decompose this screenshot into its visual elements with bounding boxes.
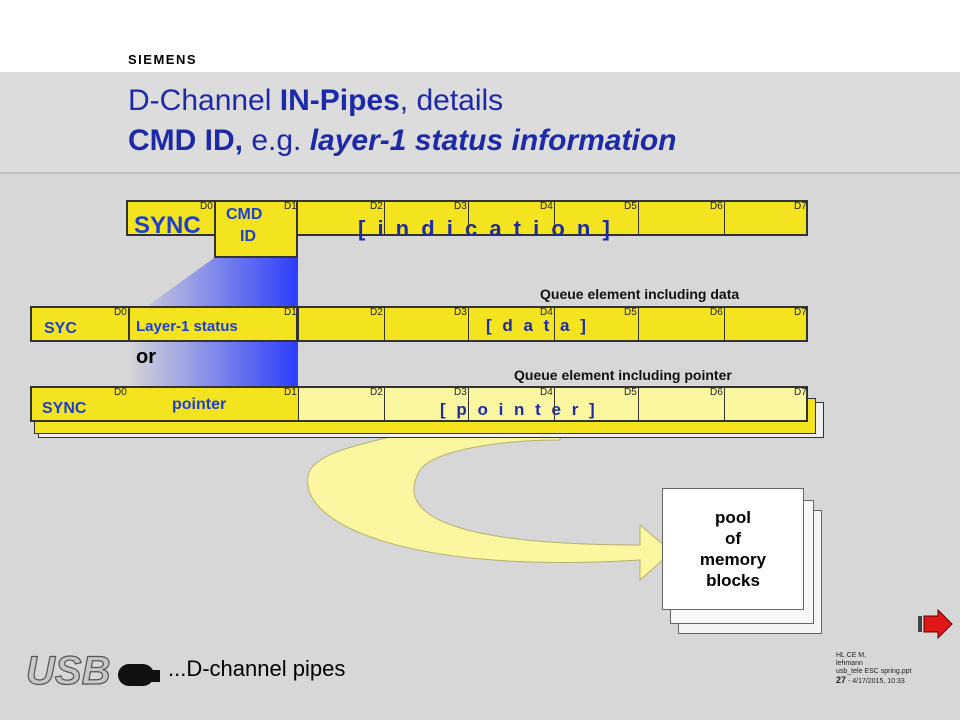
row2-d-label: D0 xyxy=(114,307,127,318)
meta-line-1: HL CE M, xyxy=(836,652,867,659)
row2-sync-label: SYC xyxy=(44,320,77,337)
row2-d-label: D5 xyxy=(624,307,637,318)
pool-line2: of xyxy=(724,529,742,548)
row3-d-label: D7 xyxy=(794,387,807,398)
footer-title: ...D-channel pipes xyxy=(168,656,346,681)
connector-gradient xyxy=(128,258,298,428)
row1-divider xyxy=(554,200,555,234)
row1-cmd-line1: CMD xyxy=(226,206,263,223)
row3-d-label: D4 xyxy=(540,387,553,398)
title-italic-2: layer-1 status information xyxy=(309,124,677,157)
row1-cmd-line2: ID xyxy=(240,228,256,245)
row2-cmd-cell xyxy=(128,306,298,342)
row2-d-label: D3 xyxy=(454,307,467,318)
row1-d-label: D3 xyxy=(454,201,467,212)
row1-d-label: D5 xyxy=(624,201,637,212)
row3-payload: [ p o i n t e r ] xyxy=(440,400,598,419)
row2-queue-label: Queue element including data xyxy=(540,286,740,302)
title-band xyxy=(0,72,960,174)
row2-d-label: D1 xyxy=(284,307,297,318)
meta-date: 4/17/2015, 10:33 xyxy=(852,678,905,685)
row1-d-label: D0 xyxy=(200,201,213,212)
row1-sync-cell xyxy=(128,202,214,234)
svg-text:USB: USB xyxy=(26,649,110,693)
meta-line-4: 27 - 4/17/2015, 10:33 xyxy=(836,676,912,686)
row3-divider xyxy=(554,386,555,420)
page-number: 27 xyxy=(836,675,847,685)
meta-line-2: lehmann xyxy=(836,660,863,667)
or-label: or xyxy=(136,346,156,368)
row2-d-label: D2 xyxy=(370,307,383,318)
siemens-logo: SIEMENS xyxy=(128,52,198,67)
row3-d-label: D6 xyxy=(710,387,723,398)
meta-line-3: usb_tele ESC spring.ppt xyxy=(836,668,912,675)
row3-divider xyxy=(384,386,385,420)
usb-logo: USB xyxy=(25,648,160,694)
row2-d-label: D6 xyxy=(710,307,723,318)
row2-divider xyxy=(298,306,299,340)
row2-divider xyxy=(468,306,469,340)
pool-of-memory-blocks: pool of memory blocks xyxy=(662,488,804,610)
row2-divider xyxy=(724,306,725,340)
row1-payload: [ i n d i c a t i o n ] xyxy=(358,216,613,241)
title-rest-1: , details xyxy=(399,84,504,117)
title-normal-2: e.g. xyxy=(243,124,310,157)
row3-d-label: D2 xyxy=(370,387,383,398)
row1-d-label: D6 xyxy=(710,201,723,212)
row2-divider xyxy=(554,306,555,340)
row2-payload: [ d a t a ] xyxy=(486,316,589,335)
curved-arrow xyxy=(298,419,673,582)
row3-divider xyxy=(298,386,299,420)
row3-queue-label: Queue element including pointer xyxy=(514,367,732,383)
row2-d-label: D4 xyxy=(540,307,553,318)
row2-divider xyxy=(384,306,385,340)
slide-title-line1: D-Channel IN-Pipes, details xyxy=(128,84,503,118)
slide-meta: HL CE M, lehmann usb_tele ESC spring.ppt… xyxy=(836,652,912,686)
row2-d-label: D7 xyxy=(794,307,807,318)
row1-d-label: D7 xyxy=(794,201,807,212)
row1-d-label: D4 xyxy=(540,201,553,212)
pool-line1: pool xyxy=(715,508,751,527)
title-bold-2: CMD ID, xyxy=(128,124,243,157)
row1-divider xyxy=(724,200,725,234)
row1-d-label: D1 xyxy=(284,201,297,212)
row3-d-label: D3 xyxy=(454,387,467,398)
row1-cmd-cell xyxy=(214,200,298,258)
row3-d-label: D0 xyxy=(114,387,127,398)
row2-divider xyxy=(638,306,639,340)
row3-d-label: D1 xyxy=(284,387,297,398)
row3-cmd-label: pointer xyxy=(172,396,227,413)
title-bold-1: IN-Pipes xyxy=(279,84,400,117)
pool-line3: memory xyxy=(699,550,767,569)
row1-divider xyxy=(468,200,469,234)
row2-cmd-label: Layer-1 status xyxy=(136,318,238,335)
slide-title-line2: CMD ID, e.g. layer-1 status information xyxy=(128,124,676,158)
row3-divider xyxy=(724,386,725,420)
row1-divider xyxy=(384,200,385,234)
page-sep: - xyxy=(846,678,853,685)
next-slide-arrow-icon[interactable] xyxy=(918,608,954,640)
row3-payload-cell xyxy=(298,388,806,420)
pool-line4: blocks xyxy=(706,571,760,590)
row3-divider xyxy=(638,386,639,420)
row1-sync-label: SYNC xyxy=(134,212,201,239)
row3-sync-label: SYNC xyxy=(42,400,87,417)
row3-divider xyxy=(468,386,469,420)
row1-d-label: D2 xyxy=(370,201,383,212)
row1-divider xyxy=(638,200,639,234)
row3-d-label: D5 xyxy=(624,387,637,398)
title-normal-1: D-Channel xyxy=(128,84,280,117)
